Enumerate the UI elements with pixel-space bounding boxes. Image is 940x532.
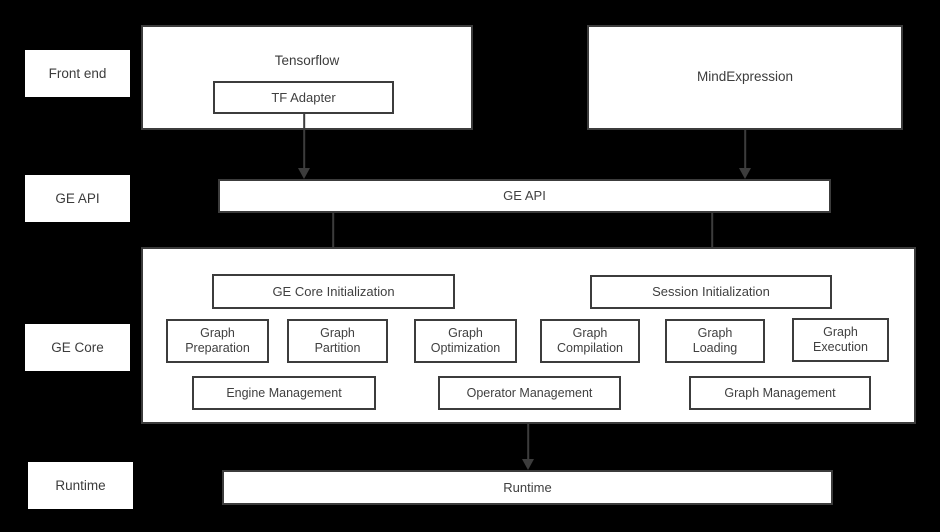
- manager-label: Engine Management: [226, 385, 342, 400]
- mindexpression-title: MindExpression: [696, 69, 794, 84]
- manager-engine-management[interactable]: Engine Management: [192, 376, 376, 410]
- module-graph-compilation[interactable]: Graph Compilation: [540, 319, 640, 363]
- lane-label-text: Front end: [48, 65, 107, 81]
- tensorflow-container: Tensorflow: [141, 25, 473, 130]
- tf-adapter-box[interactable]: TF Adapter: [213, 81, 394, 114]
- ge-api-bar[interactable]: GE API: [218, 179, 831, 213]
- manager-graph-management[interactable]: Graph Management: [689, 376, 871, 410]
- session-initialization-label: Session Initialization: [652, 284, 770, 300]
- tensorflow-title: Tensorflow: [274, 53, 340, 68]
- ge-api-label: GE API: [503, 188, 546, 204]
- lane-label-ge-api: GE API: [25, 175, 130, 222]
- ge-core-initialization-box[interactable]: GE Core Initialization: [212, 274, 455, 309]
- manager-label: Graph Management: [724, 385, 836, 400]
- lane-label-runtime: Runtime: [28, 462, 133, 509]
- runtime-label: Runtime: [503, 479, 552, 495]
- manager-label: Operator Management: [466, 385, 593, 400]
- module-graph-optimization[interactable]: Graph Optimization: [414, 319, 517, 363]
- module-label: Graph Execution: [813, 325, 868, 354]
- module-graph-preparation[interactable]: Graph Preparation: [166, 319, 269, 363]
- lane-label-text: GE Core: [51, 339, 104, 355]
- manager-operator-management[interactable]: Operator Management: [438, 376, 621, 410]
- module-graph-execution[interactable]: Graph Execution: [792, 318, 889, 362]
- module-label: Graph Loading: [692, 326, 738, 355]
- lane-label-text: GE API: [55, 190, 100, 206]
- lane-label-text: Runtime: [55, 477, 106, 493]
- lane-label-front-end: Front end: [25, 50, 130, 97]
- runtime-bar[interactable]: Runtime: [222, 470, 833, 505]
- module-graph-partition[interactable]: Graph Partition: [287, 319, 388, 363]
- module-label: Graph Compilation: [556, 326, 623, 355]
- session-initialization-box[interactable]: Session Initialization: [590, 275, 832, 309]
- ge-core-initialization-label: GE Core Initialization: [272, 283, 395, 299]
- mindexpression-container: MindExpression: [587, 25, 903, 130]
- module-graph-loading[interactable]: Graph Loading: [665, 319, 765, 363]
- module-label: Graph Partition: [314, 326, 361, 355]
- module-label: Graph Optimization: [430, 326, 501, 355]
- lane-label-ge-core: GE Core: [25, 324, 130, 371]
- tf-adapter-label: TF Adapter: [271, 89, 336, 105]
- module-label: Graph Preparation: [185, 326, 250, 355]
